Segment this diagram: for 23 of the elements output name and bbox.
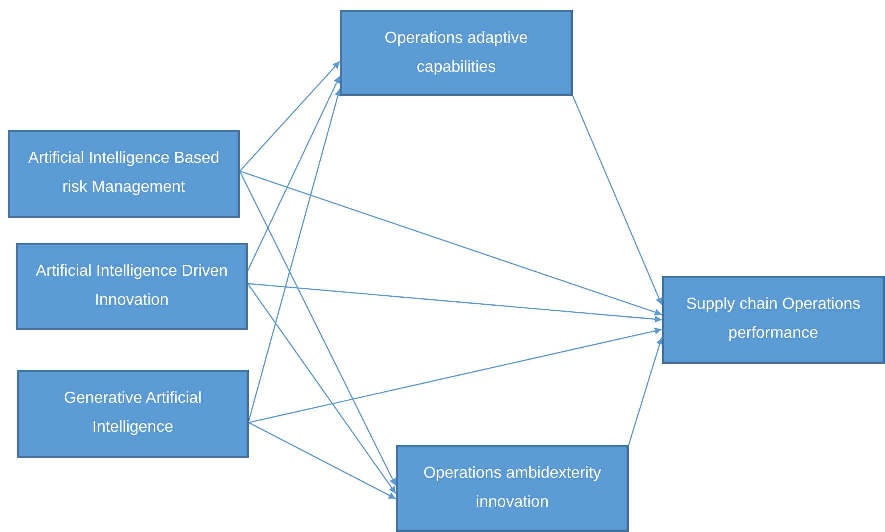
process-box <box>662 276 885 364</box>
box-label: Artificial Intelligence Driven Innovation <box>34 262 230 311</box>
box-label: Artificial Intelligence Based risk Management <box>27 149 221 198</box>
arrow <box>248 88 342 422</box>
process-box <box>340 10 573 96</box>
arrow <box>239 171 397 486</box>
process-box <box>16 243 248 330</box>
process-box <box>396 445 629 532</box>
arrow <box>247 76 341 272</box>
process-box <box>17 370 249 458</box>
box-label: Generative Artificial Intelligence <box>63 389 203 438</box>
arrow <box>572 96 663 306</box>
box-label: Operations adaptive capabilities <box>384 29 530 78</box>
arrow <box>248 328 662 424</box>
process-box <box>8 130 240 218</box>
box-label: Operations ambidexterity innovation <box>422 464 602 513</box>
arrow <box>240 170 662 316</box>
arrow <box>628 337 664 446</box>
arrow <box>240 61 340 172</box>
box-label: Supply chain Operations performance <box>685 295 862 344</box>
arrow <box>248 422 396 500</box>
arrow <box>248 284 396 494</box>
arrow <box>248 283 662 323</box>
